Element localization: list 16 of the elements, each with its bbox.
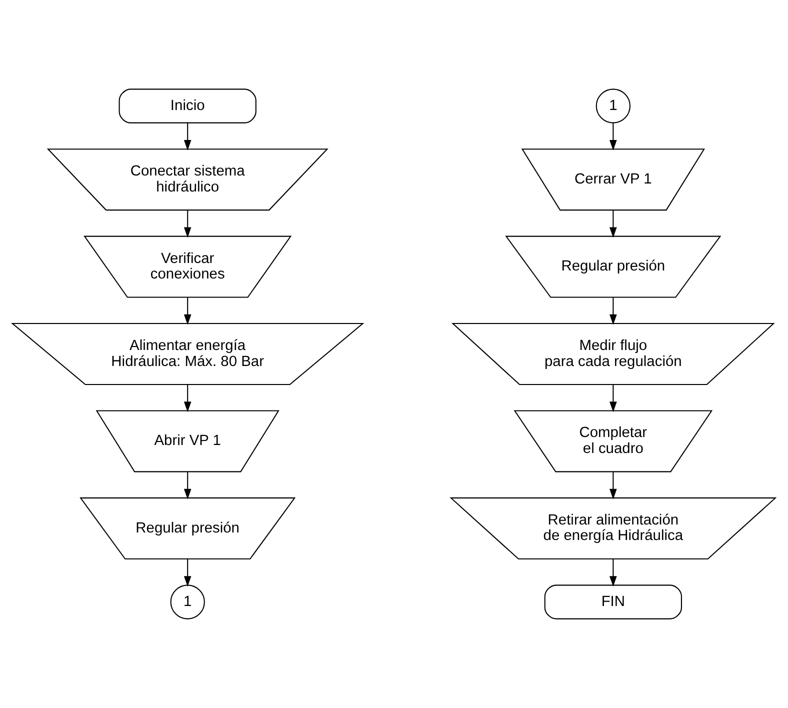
node-box: FIN <box>544 584 682 620</box>
arrow <box>610 558 617 587</box>
arrow <box>184 558 192 587</box>
arrow <box>184 384 192 412</box>
arrow <box>184 210 192 238</box>
arrow <box>610 384 617 412</box>
node-circle: 1 <box>170 584 205 620</box>
arrow <box>184 472 192 500</box>
node-box: Inicio <box>118 88 256 124</box>
arrow <box>184 122 192 150</box>
arrow <box>610 122 617 150</box>
arrow <box>610 472 617 500</box>
arrow <box>610 298 617 325</box>
node-circle: 1 <box>596 88 630 124</box>
arrow <box>610 210 617 238</box>
arrow <box>184 298 192 325</box>
